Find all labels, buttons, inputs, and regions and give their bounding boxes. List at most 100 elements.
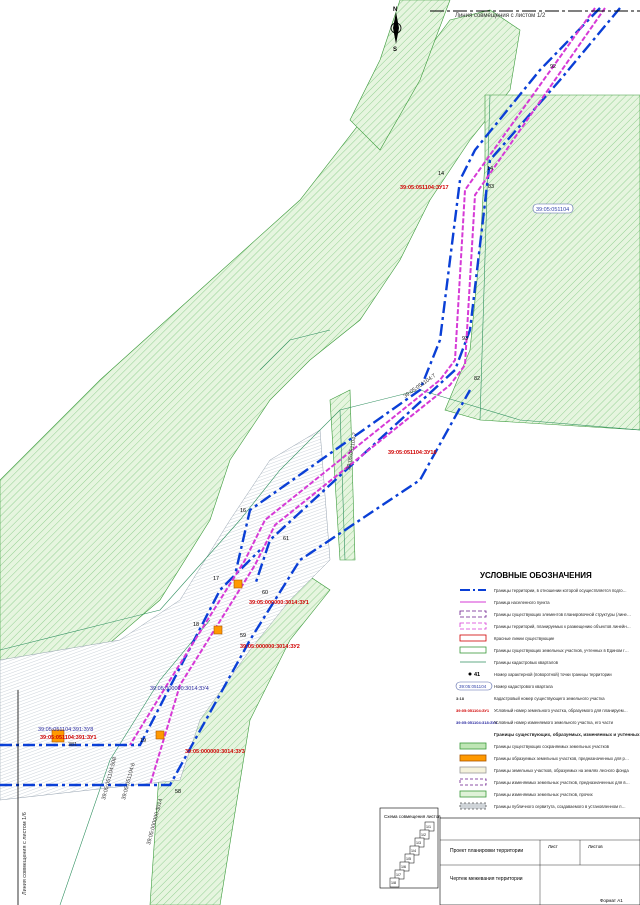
legend-item-label: Границы изменяемых земельных участков, п… [494, 792, 594, 797]
point-92: 92 [550, 64, 556, 70]
zu17-label: 39:05:051104:ЗУ17 [400, 185, 449, 191]
point-83: 83 [488, 184, 494, 190]
point-93: 93 [462, 336, 468, 342]
legend-swatch-2 [459, 610, 487, 618]
zu8-left-label: 39:05:051104:391:ЗУ8 [38, 727, 93, 733]
hatched-zone-left [0, 429, 331, 801]
project-boundary [0, 7, 621, 787]
scheme-cell-label: 1/6 [401, 865, 406, 869]
legend-item-label: Номер характерной (поворотной) точки гра… [494, 672, 612, 677]
legend-swatch-4 [459, 634, 487, 642]
parcel-marker-1 [233, 579, 243, 589]
lot-381-label: 381 [68, 742, 77, 748]
quarter-label-top: 39:05:051104 [536, 207, 569, 213]
legend-item-label: Условный номер земельного участка, образ… [494, 708, 628, 713]
legend-item-label: Границы публичного сервитута, создаваемо… [494, 804, 626, 809]
forest-strip-vertical [329, 389, 356, 561]
legend-swatch-5 [459, 646, 487, 654]
legend: УСЛОВНЫЕ ОБОЗНАЧЕНИЯ Границы территории,… [455, 571, 640, 810]
legend-item-label: Границы существующих, образуемых, изменя… [494, 731, 640, 737]
scheme-cell-label: 1/7 [396, 873, 401, 877]
forest-zone-right [444, 94, 640, 431]
legend-item-label: Границы существующих земельных участков,… [494, 648, 629, 653]
point-16: 16 [240, 508, 246, 514]
scheme-cell [419, 829, 430, 840]
point-82: 82 [474, 376, 480, 382]
scheme-cell [399, 861, 410, 872]
legend-item-label: Кадастровый номер существующего земельно… [494, 696, 605, 701]
sheet-scheme: Схема совмещения листов 1/11/21/31/41/51… [379, 807, 441, 889]
scheme-cell-label: 1/5 [406, 857, 411, 861]
legend-swatch-3 [459, 622, 487, 630]
legend-item-label: Границы кадастровых кварталов [494, 660, 559, 665]
scheme-cell [409, 845, 420, 856]
legend-title: УСЛОВНЫЕ ОБОЗНАЧЕНИЯ [480, 571, 592, 580]
legend-sample-10: 39:05:051104:ЗУ1 [456, 708, 490, 713]
north-arrow: N S [390, 7, 402, 53]
legend-item-label: Границы изменяемых земельных участков, п… [494, 780, 630, 785]
point-58: 58 [175, 789, 181, 795]
zu4-road-label: 39:05:000000:3014:ЗУ4 [150, 686, 209, 692]
forest-zone-top [349, 0, 451, 151]
point-61: 61 [283, 536, 289, 542]
legend-item-label: Границы территорий, планируемых к размещ… [494, 624, 631, 629]
point-14a: 14 [438, 171, 444, 177]
point-19: 19 [140, 738, 146, 744]
legend-item-label: Границы образуемых земельных участков, п… [494, 756, 629, 761]
legend-swatch-8 [455, 681, 493, 691]
legend-sample-point: 41 [474, 672, 480, 678]
title-stamp: Проект планировки территории Чертеж меже… [439, 817, 640, 905]
legend-swatch-16 [459, 778, 487, 786]
match-line-left-label: Линия совмещения с листом 1/6 [22, 812, 28, 895]
parcel-marker-2 [213, 625, 223, 635]
scheme-cell-label: 1/8 [391, 881, 396, 885]
legend-sample-11: 39:05:051104:318:ЗУ1 [456, 720, 498, 725]
legend-sample-9: 3:18 [456, 696, 465, 701]
point-59: 59 [240, 633, 246, 639]
scheme-cell-label: 1/2 [421, 833, 426, 837]
legend-swatch-15 [459, 766, 487, 774]
forest-zone-main [0, 9, 521, 701]
scheme-cell-label: 1/1 [426, 825, 431, 829]
legend-item-label: Границы существующих сохраняемых земельн… [494, 744, 610, 749]
point-17: 17 [213, 576, 219, 582]
stamp-sheets: Листов [588, 844, 603, 849]
legend-item-label: Границы территории, в отношении которой … [494, 588, 627, 593]
parcel-marker-3 [155, 730, 165, 740]
legend-item-label: Номер кадастрового квартала [494, 684, 553, 689]
scheme-cell [389, 877, 400, 888]
legend-item-label: Условный номер изменяемого земельного уч… [494, 720, 614, 725]
point-14b: 14 [487, 166, 493, 172]
scheme-cell [394, 869, 405, 880]
legend-swatch-7 [468, 672, 472, 676]
legend-swatch-17 [459, 790, 487, 798]
stamp-sheet: Лист [548, 844, 558, 849]
stamp-line1: Проект планировки территории [450, 848, 523, 854]
scheme-cell [414, 837, 425, 848]
scheme-cell-label: 1/4 [411, 849, 416, 853]
legend-item-label: Красные линии существующие [494, 636, 555, 641]
svg-text:Схема совмещения листов: Схема совмещения листов [384, 814, 441, 819]
zu16-label: 39:05:051104:ЗУ16 [388, 450, 437, 456]
svg-text:N: N [393, 7, 397, 13]
scheme-cell [424, 821, 435, 832]
stamp-format: Формат А1 [600, 898, 623, 903]
zu3-road-label: 39:05:000000:3014:ЗУ3 [185, 749, 245, 755]
scheme-cell [404, 853, 415, 864]
scheme-cell-label: 1/3 [416, 841, 421, 845]
cadastral-lines [0, 94, 640, 905]
legend-swatch-14 [459, 754, 487, 762]
legend-sample-quarter: 39:05:051104 [459, 684, 487, 689]
linear-object-zone [129, 7, 606, 786]
legend-swatch-13 [459, 742, 487, 750]
zu1-left-label: 39:05:051104:391:ЗУ1 [40, 735, 97, 741]
legend-item-label: Границы земельных участков, образуемых н… [494, 768, 629, 773]
parcel-381 [51, 729, 65, 743]
legend-item-label: Границы существующих элементов планирово… [494, 612, 631, 617]
point-60: 60 [262, 590, 268, 596]
zu1-road-label: 39:05:000000:3014:ЗУ1 [249, 600, 309, 606]
legend-item-label: Граница населенного пункта [494, 600, 550, 605]
zu2-road-label: 39:05:000000:3014:ЗУ2 [240, 644, 300, 650]
svg-text:S: S [393, 47, 397, 53]
